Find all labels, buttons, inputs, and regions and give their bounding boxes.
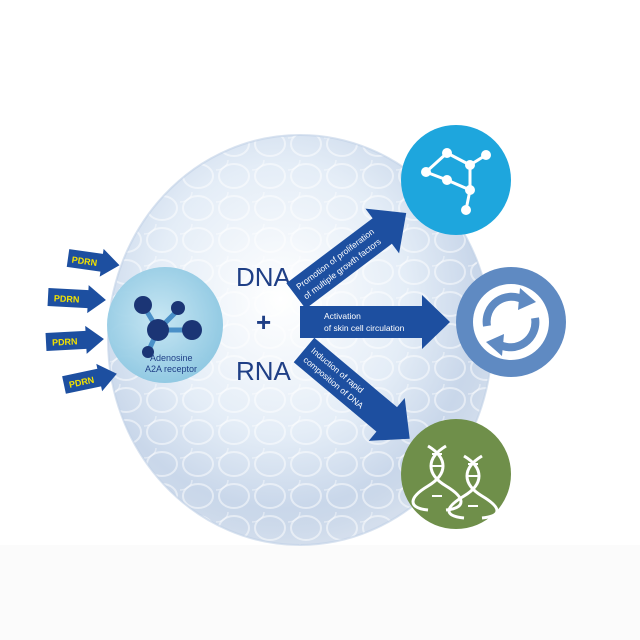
receptor-molecule-icon [134,296,202,358]
receptor-label-line2: A2A receptor [145,364,197,374]
result-circle-growth [401,125,511,235]
pdrn-label: PDRN [52,336,78,347]
pdrn-input-arrows: PDRN PDRN PDRN PDRN [45,248,120,394]
effect-label-line1: Activation [324,311,361,321]
pdrn-label: PDRN [54,293,80,304]
receptor-label-line1: Adenosine [150,353,193,363]
recycle-arrows-icon [482,288,540,356]
pdrn-arrow: PDRN [47,285,106,314]
result-circle-circulation [456,267,566,377]
pdrn-arrow: PDRN [62,363,117,394]
pdrn-arrow: PDRN [66,248,120,277]
rna-label: RNA [236,356,292,386]
effect-label-line2: of skin cell circulation [324,323,405,333]
dna-helix-icon [411,444,499,520]
pdrn-arrow: PDRN [45,325,104,354]
plus-sign: + [256,307,271,337]
adenosine-receptor: Adenosine A2A receptor [107,267,223,383]
pdrn-label: PDRN [71,255,98,268]
molecule-network-icon [421,148,491,215]
result-circle-dna [401,419,511,529]
bottom-band [0,545,640,640]
dna-label: DNA [236,262,292,292]
effect-arrow-circulation: Activation of skin cell circulation [300,295,450,349]
